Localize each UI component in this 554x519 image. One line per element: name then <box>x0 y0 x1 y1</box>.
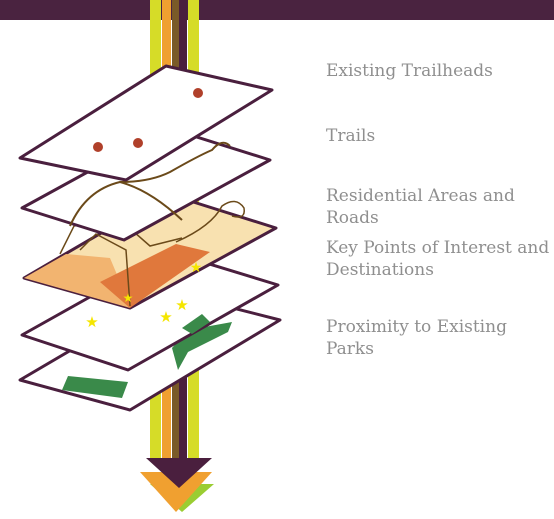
trail-line <box>119 181 183 221</box>
trailhead-dot <box>93 142 103 152</box>
layer-label-parks: Proximity to Existing Parks <box>326 317 507 359</box>
arrow-down-icon <box>146 458 212 488</box>
park-shape <box>182 314 210 334</box>
park-shape <box>62 376 128 398</box>
layer-trailheads <box>18 64 274 182</box>
down-arrows <box>140 458 214 512</box>
layer-label-trails: Trails <box>326 126 376 146</box>
star-icon: ★ <box>190 260 203 276</box>
flow-stripes-lower <box>150 405 199 460</box>
layer-label-trailheads: Existing Trailheads <box>326 61 493 81</box>
trail-line <box>69 141 231 227</box>
trailhead-dot <box>193 88 203 98</box>
star-icon: ★ <box>85 313 98 331</box>
layer-label-residential: Residential Areas and Roads <box>326 186 515 228</box>
trailhead-dot <box>133 138 143 148</box>
star-icon: ★ <box>159 308 172 326</box>
star-icon: ★ <box>175 296 188 314</box>
arrow-down-icon <box>140 472 212 512</box>
star-icon: ★ <box>123 291 134 305</box>
header-bar <box>0 0 554 20</box>
layer-label-points-of-interest: Key Points of Interest and Destinations <box>326 238 550 280</box>
